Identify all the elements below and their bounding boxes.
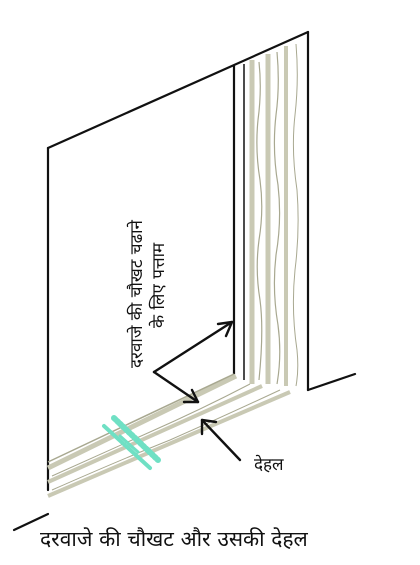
arrow-to-threshold-head [182,388,200,404]
diagram-caption: दरवाजे की चौखट और उसकी देहल [40,527,309,551]
clamp-bar-1 [102,424,152,470]
arrow-to-threshold-line [152,370,200,404]
top-slant-line [46,30,310,150]
clamp-bar-2 [111,415,161,463]
threshold-edge-line [47,373,235,463]
threshold-arrow-line [200,418,242,462]
arrow-to-frame-line [152,320,234,374]
threshold-strip-3 [47,390,291,498]
frame-note-line1: दरवाजे की चौखट चढाने [126,219,147,368]
arrow-to-frame-head [216,320,234,338]
threshold-arrow-head [200,418,218,436]
frame-post [236,43,306,388]
floor-line-left [12,512,50,532]
threshold-grain-1 [51,383,251,477]
door-outline [12,30,357,532]
frame-note-line2: के लिए पत्ताम [148,242,169,328]
threshold-grain-2 [51,389,281,491]
threshold-strip-2 [47,384,263,484]
frame-grain-3 [292,43,299,387]
threshold-arrow [200,418,242,462]
floor-line-right [306,372,357,392]
threshold-board [46,373,291,498]
clamp-mark [102,415,161,470]
frame-grain-1 [256,61,263,381]
frame-grain-2 [273,51,281,385]
threshold-label: देहल [254,454,284,475]
note-arrows [152,320,234,404]
clamp-bar-3 [118,434,140,454]
frame-note-group: दरवाजे की चौखट चढाने के लिए पत्ताम [126,219,169,368]
threshold-strip-1 [46,373,238,471]
